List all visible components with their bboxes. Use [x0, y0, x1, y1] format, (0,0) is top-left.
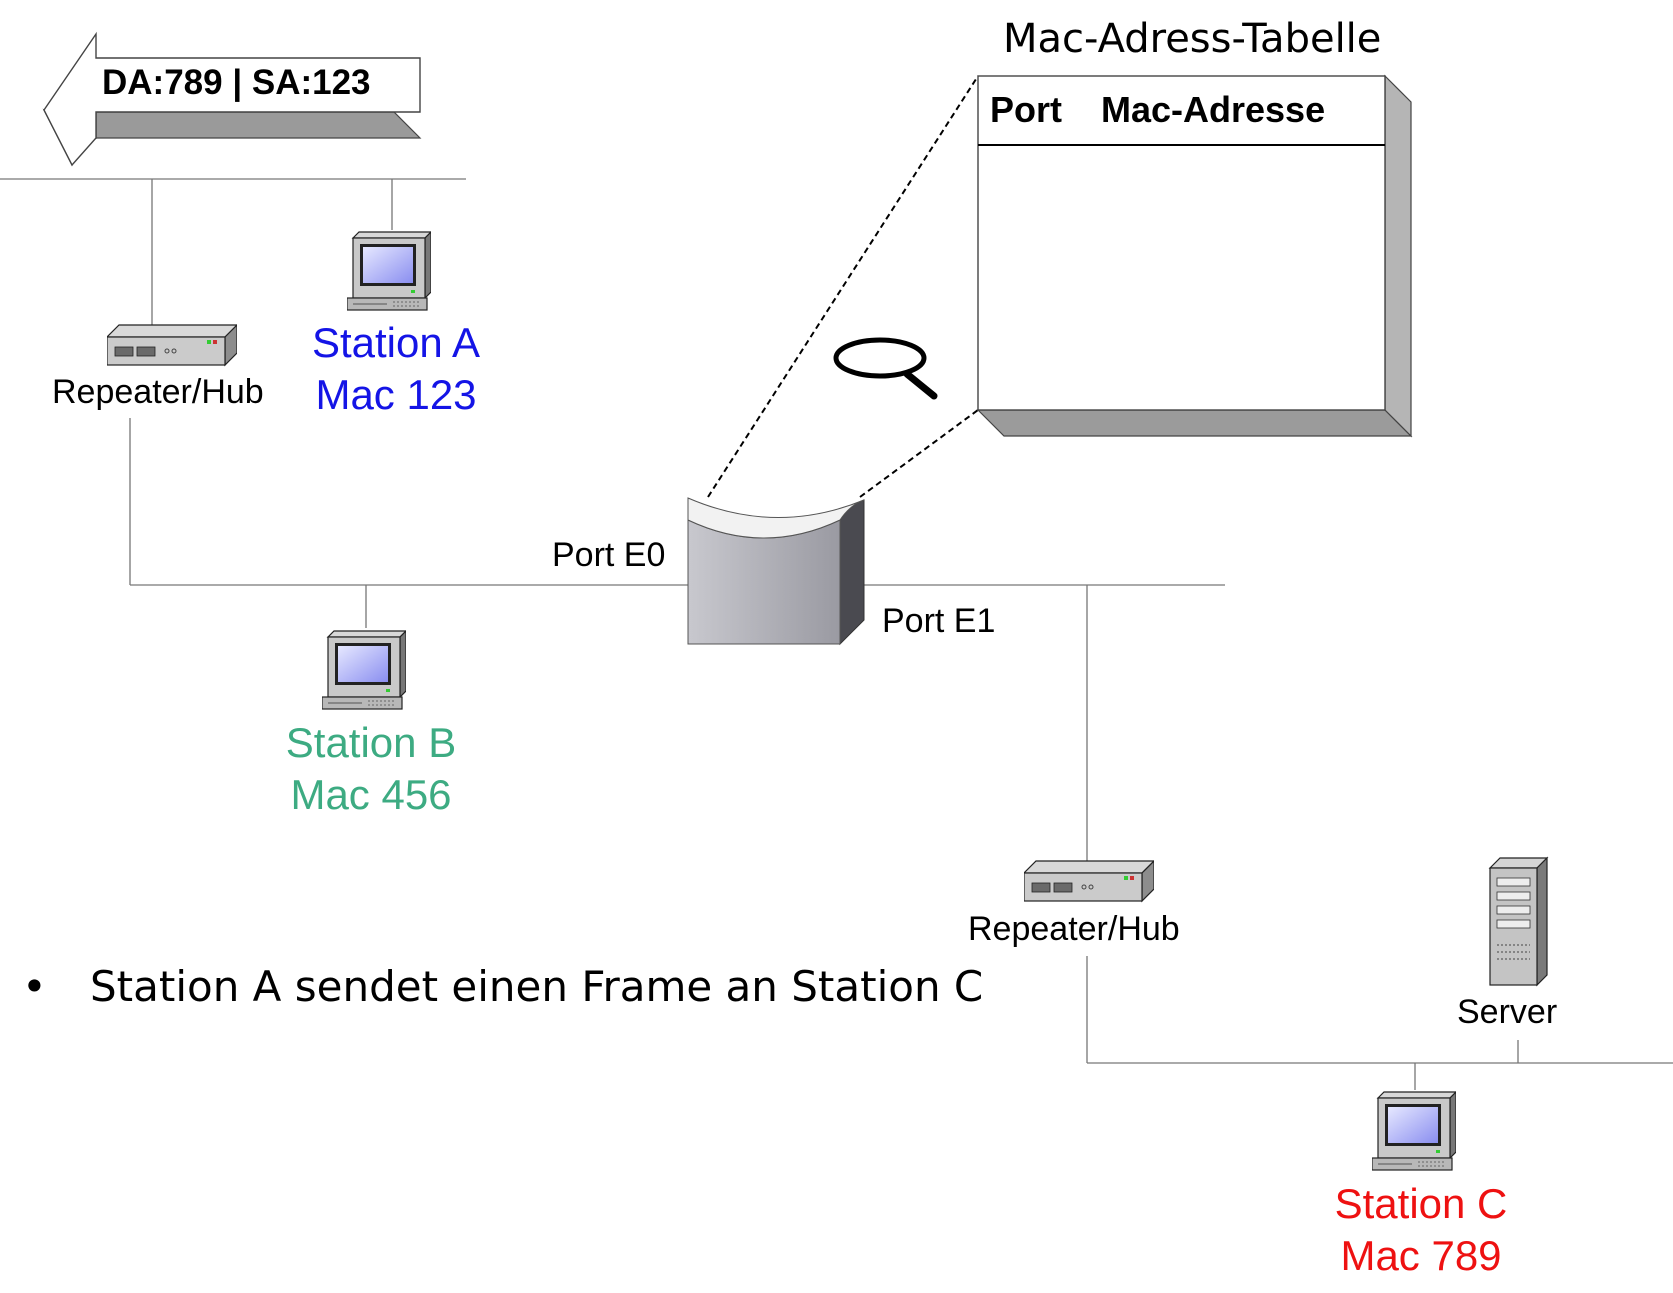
bullet-text: Station A sendet einen Frame an Station … — [90, 962, 984, 1011]
station-b-mac: Mac 456 — [290, 771, 452, 818]
frame-arrow — [42, 31, 422, 167]
hub-top-icon — [107, 324, 237, 366]
station-a-label: Station A Mac 123 — [296, 317, 496, 421]
network-cables — [0, 178, 1673, 1090]
port-e0-label: Port E0 — [552, 536, 666, 574]
mac-table-title: Mac-Adress-Tabelle — [1003, 16, 1382, 62]
hub-bottom-label: Repeater/Hub — [968, 910, 1180, 948]
mac-table-col-mac: Mac-Adresse — [1101, 89, 1326, 130]
station-b-name: Station B — [285, 719, 457, 766]
station-a-computer-icon — [347, 231, 431, 311]
station-a-name: Station A — [311, 319, 481, 366]
zoom-lines — [707, 75, 979, 498]
station-c-label: Station C Mac 789 — [1321, 1178, 1521, 1282]
mac-table-box — [976, 74, 1413, 438]
hub-top-label: Repeater/Hub — [52, 373, 264, 411]
magnifier-icon — [833, 337, 938, 400]
station-b-label: Station B Mac 456 — [271, 717, 471, 821]
port-e1-label: Port E1 — [882, 602, 996, 640]
server-label: Server — [1457, 993, 1558, 1031]
server-icon — [1488, 856, 1549, 987]
bullet-marker: • — [22, 962, 47, 1011]
station-a-mac: Mac 123 — [315, 371, 477, 418]
hub-bottom-icon — [1024, 860, 1154, 902]
station-c-mac: Mac 789 — [1340, 1232, 1502, 1279]
switch-icon — [687, 497, 865, 646]
frame-header-label: DA:789 | SA:123 — [102, 63, 371, 102]
mac-table-col-port: Port — [990, 89, 1062, 130]
station-c-computer-icon — [1372, 1091, 1456, 1171]
station-b-computer-icon — [322, 630, 406, 710]
station-c-name: Station C — [1334, 1180, 1508, 1227]
